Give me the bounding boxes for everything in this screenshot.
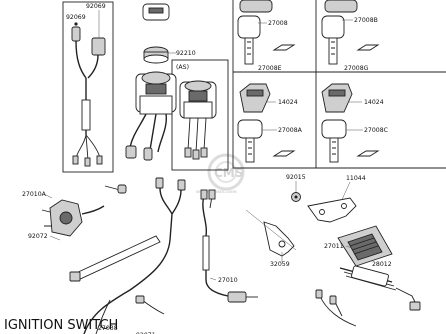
lead-connector-a bbox=[125, 145, 137, 159]
callout-92210: 92210 bbox=[176, 50, 196, 57]
callout-14024b: 14024 bbox=[364, 99, 384, 106]
group-frames: (AS) bbox=[171, 0, 446, 171]
key-27008a-blade bbox=[245, 137, 255, 163]
key-tag-27008 bbox=[272, 44, 296, 51]
callout-14024a: 14024 bbox=[278, 99, 298, 106]
key-cap-14024a bbox=[239, 83, 271, 113]
key-27008b-head bbox=[321, 15, 345, 39]
key-tag-27008b bbox=[356, 44, 380, 51]
callout-92071: 92071 bbox=[136, 332, 156, 334]
harness-27010-connector bbox=[227, 291, 247, 303]
callout-27008c: 27008C bbox=[364, 127, 388, 134]
relay-assembly: 27011 28012 bbox=[315, 225, 421, 327]
callout-27010: 27010 bbox=[218, 277, 238, 284]
callout-92015: 92015 bbox=[286, 174, 306, 181]
as-switch-leads bbox=[187, 117, 207, 153]
harness-split-wires bbox=[75, 134, 101, 161]
key-tag-27008a bbox=[272, 150, 296, 157]
harness-27010-sleeve bbox=[202, 235, 210, 271]
key-27008-blade bbox=[244, 37, 254, 65]
harness-main-run bbox=[83, 187, 182, 334]
wiring-harness-92069: 92069 92069 bbox=[62, 1, 114, 173]
as-variant-frame bbox=[171, 59, 229, 171]
connector-plug-right bbox=[91, 37, 106, 56]
cms-logo-icon bbox=[207, 153, 245, 191]
callout-27008: 27008 bbox=[268, 20, 288, 27]
cable-tie-strap bbox=[73, 235, 161, 281]
callout-92069b: 92069 bbox=[66, 14, 86, 21]
ignition-switch-main: 92210 bbox=[125, 3, 196, 161]
bracket-32059 bbox=[263, 221, 295, 257]
callout-27038: 27038 bbox=[98, 325, 118, 332]
connector-plug-left bbox=[71, 26, 81, 42]
callout-32059: 32059 bbox=[270, 261, 290, 268]
terminal-3 bbox=[96, 155, 103, 165]
key-27008a-head bbox=[237, 119, 263, 139]
lead-connector-b bbox=[143, 147, 153, 161]
key-cap-14024b bbox=[321, 83, 353, 113]
switch-27010a-wire bbox=[81, 205, 105, 215]
key-cap-top-right bbox=[324, 0, 358, 13]
cms-watermark: CMS www.cmsnl.com bbox=[196, 153, 245, 195]
terminal-1 bbox=[72, 155, 79, 165]
bracket-assembly: 92015 11044 32059 bbox=[245, 174, 366, 268]
key-cap-top-left bbox=[239, 0, 273, 13]
cable-tie-92072: 92072 bbox=[28, 233, 161, 282]
watermark-url: www.cmsnl.com bbox=[196, 189, 237, 195]
bottom-callouts: 27038 92071 bbox=[98, 325, 156, 334]
key-27008-head bbox=[237, 15, 261, 39]
cable-tie-head bbox=[69, 271, 81, 282]
watermark-brand: CMS bbox=[214, 166, 243, 180]
callout-27008a: 27008A bbox=[278, 127, 303, 134]
handlebar-switch-27010a: 27010A bbox=[22, 184, 127, 237]
callout-27008b: 27008B bbox=[354, 17, 378, 24]
key-27008c-head bbox=[321, 119, 347, 139]
key-27008c-blade bbox=[329, 137, 339, 163]
ignition-switch-as bbox=[179, 80, 217, 160]
callout-92069a: 92069 bbox=[86, 3, 106, 10]
callout-28012: 28012 bbox=[372, 261, 392, 268]
harness-27010: 27010 bbox=[135, 189, 258, 315]
harness-sleeve bbox=[81, 99, 91, 131]
bracket-11044 bbox=[307, 197, 357, 223]
relay-sleeve bbox=[351, 265, 389, 287]
callout-27010a: 27010A bbox=[22, 191, 47, 198]
callout-11044: 11044 bbox=[346, 175, 366, 182]
callout-27008g: 27008G bbox=[344, 65, 369, 72]
key-group-frame bbox=[232, 0, 446, 169]
callout-27008e: 27008E bbox=[258, 65, 282, 72]
variant-tag: (AS) bbox=[176, 64, 189, 71]
terminal-2 bbox=[84, 157, 91, 167]
keys-and-caps: 27008 27008B 27008E 14024 27008A 27008G … bbox=[237, 0, 388, 163]
diagram-caption: IGNITION SWITCH bbox=[4, 318, 118, 333]
key-tag-27008c bbox=[356, 150, 380, 157]
harness-bracket-frame bbox=[62, 1, 114, 173]
callout-92072: 92072 bbox=[28, 233, 48, 240]
key-27008b-blade bbox=[328, 37, 338, 65]
switch-leads bbox=[129, 113, 168, 153]
callout-27011: 27011 bbox=[324, 243, 344, 250]
harness-27010-wire bbox=[202, 195, 237, 301]
lower-harness bbox=[83, 177, 186, 334]
